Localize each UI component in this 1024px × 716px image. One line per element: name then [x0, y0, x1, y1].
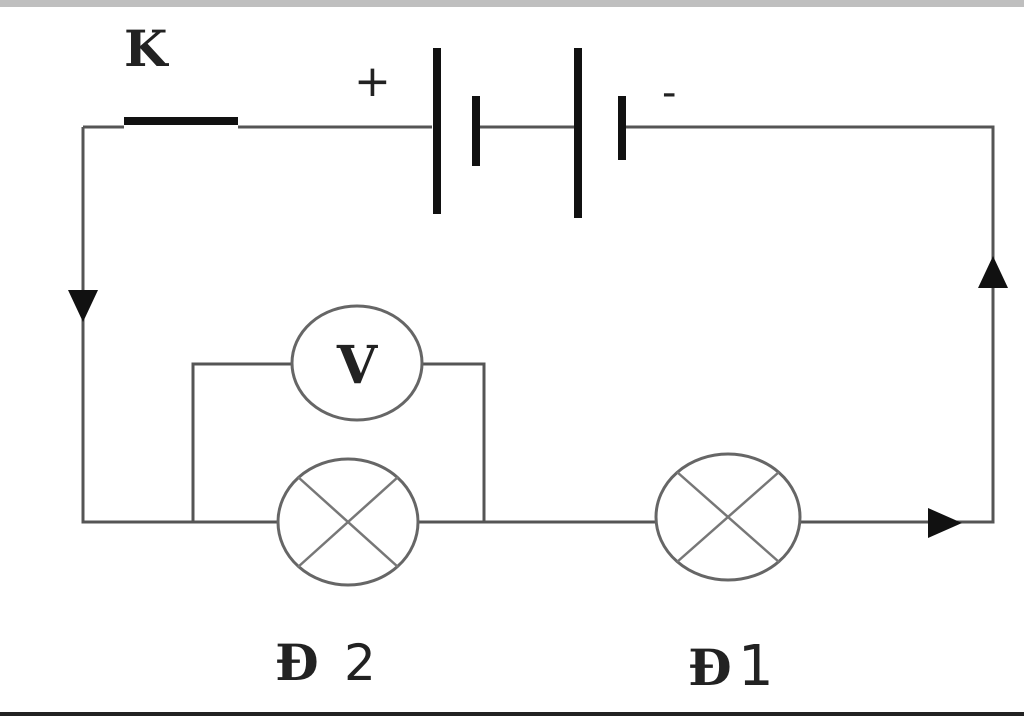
negative-terminal-label: - — [662, 70, 676, 116]
lamp-d2-number: 2 — [344, 634, 376, 692]
lamp-d2-letter: Đ — [275, 633, 319, 692]
right-wire — [624, 125, 995, 524]
arrow-down-icon — [68, 290, 98, 322]
switch-label: K — [124, 19, 169, 78]
left-wire — [81, 127, 278, 524]
positive-terminal-label: + — [354, 56, 391, 107]
voltmeter-label: V — [336, 335, 379, 396]
voltmeter-icon — [290, 304, 424, 422]
voltmeter-left-wire — [191, 362, 292, 522]
lamp-d1-number: 1 — [738, 634, 774, 699]
lamp-d1-letter: Đ — [688, 638, 732, 697]
voltmeter-right-wire — [422, 362, 486, 522]
arrow-right-icon — [928, 508, 962, 538]
top-border — [0, 0, 1024, 7]
arrow-up-icon — [978, 256, 1008, 288]
bottom-border — [0, 712, 1024, 716]
lamp-d1-icon — [654, 452, 802, 582]
lamp-d2-icon — [276, 457, 420, 587]
